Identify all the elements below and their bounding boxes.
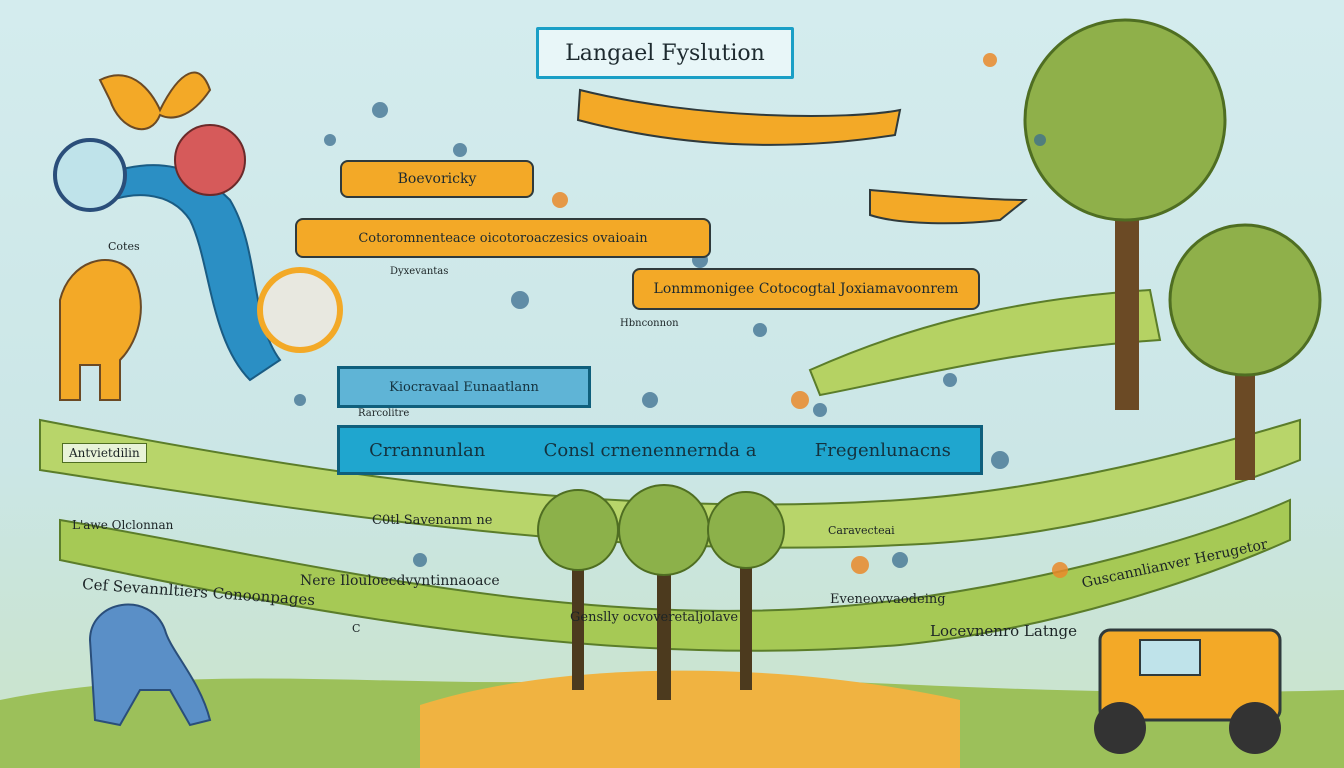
tree-trunk-big [1115,200,1139,410]
label-genslly: Genslly ocvoveretaljolave [570,610,739,625]
orange-arrow-right [869,188,1028,225]
label-loce: Locevnenro Latnge [930,622,1077,640]
tree-trunk-3 [740,560,752,690]
label-antvietdilin: Antvietdilin [62,443,147,463]
banner-orange-mid: Cotoromnenteace oicotoroaczesics ovaioai… [295,218,711,258]
orange-creature [59,259,142,401]
truck-wheel-back [1229,702,1281,754]
blue-creature [88,603,212,727]
label-caravecteai: Caravecteai [828,524,895,537]
green-band-upper [39,418,1301,549]
tree-crown-big [1023,18,1227,222]
banner-blue-big-text-1: Crrannunlan [369,439,486,461]
label-dyxevantas: Dyxevantas [390,266,449,277]
label-ctsav: C0tl Savenanm ne [372,513,493,528]
banner-orange-right-text: Lonmmonigee Cotocogtal Joxiamavoonrem [653,281,959,297]
label-cotes: Cotes [108,240,140,253]
title-text: Langael Fyslution [565,40,765,66]
label-c: C [352,622,361,635]
tree-crown-3 [707,491,785,569]
tree-crown-2 [618,484,710,576]
tree-crown-right [1168,223,1322,377]
banner-orange-top-text: Boevoricky [397,171,477,187]
banner-orange-mid-text: Cotoromnenteace oicotoroaczesics ovaioai… [358,230,648,246]
banner-blue-big-text-2: Consl crnenennernda a [543,439,757,461]
magnifier [53,138,127,212]
label-lawe: L'awe Olclonnan [72,518,174,532]
truck-window [1139,639,1201,676]
banner-blue-small-text: Kiocravaal Eunaatlann [389,379,539,395]
banner-blue-small: Kiocravaal Eunaatlann [337,366,591,408]
green-band-right [808,288,1162,397]
ground-soil [420,670,960,768]
gear-wheel [257,267,343,353]
tree-trunk-1 [572,560,584,690]
label-rarcolitre: Rarcolitre [358,408,410,419]
banner-orange-top: Boevoricky [340,160,534,198]
truck-wheel-front [1094,702,1146,754]
banner-orange-right: Lonmmonigee Cotocogtal Joxiamavoonrem [632,268,980,310]
green-band-lower [59,498,1291,652]
butterfly [98,71,212,131]
tree-crown-1 [537,489,619,571]
label-hbnconnon: Hbnconnon [620,318,679,329]
banner-blue-big-text-3: Fregenlunacns [814,439,951,461]
banner-blue-big: Crrannunlan Consl crnenennernda a Fregen… [337,425,983,475]
red-ball [174,124,246,196]
tree-trunk-2 [657,560,671,700]
title-banner: Langael Fyslution [536,27,794,79]
orange-arc [576,88,902,146]
label-nere: Nere Ilouloecdvyntinnaoace [300,573,500,589]
label-erveh: Eveneovvaodeing [830,592,946,607]
